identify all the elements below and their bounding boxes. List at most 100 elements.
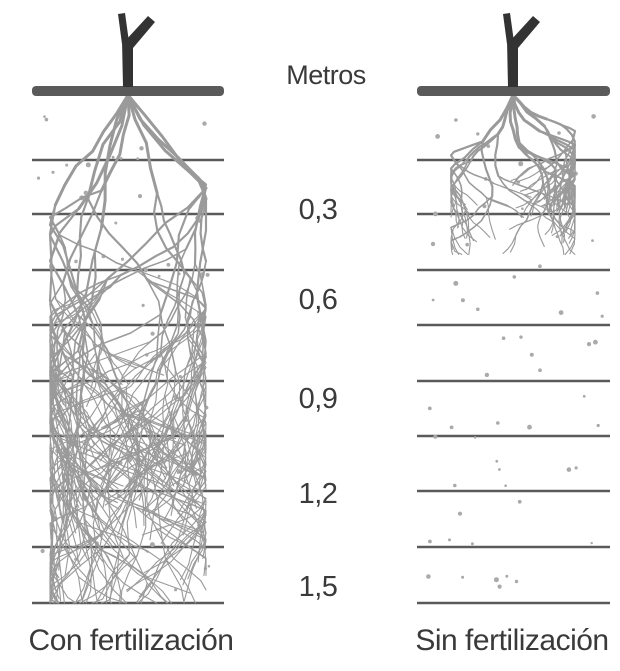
soil-particle bbox=[591, 114, 596, 119]
soil-particle bbox=[37, 177, 40, 180]
caption-with-fertilization: Con fertilización bbox=[29, 624, 234, 658]
soil-particle bbox=[505, 575, 508, 578]
soil-particle bbox=[504, 484, 507, 487]
soil-particle bbox=[167, 263, 171, 267]
soil-particle bbox=[433, 435, 437, 439]
panel-without-fertilization bbox=[417, 13, 610, 603]
soil-particle bbox=[518, 161, 523, 166]
root-branch bbox=[538, 216, 545, 247]
soil-particle bbox=[567, 467, 572, 472]
panel-with-fertilization bbox=[32, 13, 224, 603]
soil-particle bbox=[591, 542, 593, 544]
root-branch bbox=[166, 559, 196, 603]
soil-particle bbox=[454, 118, 458, 122]
soil-particle bbox=[498, 468, 501, 471]
soil-particle bbox=[432, 299, 435, 302]
soil-particle bbox=[583, 395, 586, 398]
soil-particle bbox=[557, 131, 561, 135]
soil-particle bbox=[142, 304, 145, 307]
soil-particle bbox=[208, 565, 211, 568]
soil-particle bbox=[461, 298, 465, 302]
stem-branch-right bbox=[511, 16, 540, 48]
soil-particle bbox=[597, 424, 600, 427]
soil-particle bbox=[496, 421, 500, 425]
soil-particle bbox=[139, 146, 143, 150]
soil-particle bbox=[435, 134, 440, 139]
caption-without-fertilization: Sin fertilización bbox=[415, 624, 608, 658]
soil-particle bbox=[206, 273, 210, 277]
soil-particle bbox=[513, 275, 517, 279]
soil-particle bbox=[120, 157, 123, 160]
soil-particle bbox=[121, 258, 124, 261]
soil-particle bbox=[41, 549, 45, 553]
soil-particle bbox=[136, 157, 139, 160]
soil-particle bbox=[502, 336, 506, 340]
soil-particle bbox=[575, 466, 578, 469]
soil-particle bbox=[538, 264, 542, 268]
root-branch bbox=[128, 95, 157, 193]
depth-label-0-6: 0,6 bbox=[299, 284, 338, 317]
root-branch bbox=[88, 199, 148, 281]
plant-stem bbox=[118, 13, 155, 87]
soil-particle bbox=[474, 436, 477, 439]
depth-label-0-9: 0,9 bbox=[299, 383, 338, 416]
soil-particle bbox=[498, 585, 502, 589]
soil-particle bbox=[86, 162, 91, 167]
root-branch bbox=[121, 199, 206, 275]
soil-particle bbox=[476, 132, 479, 135]
soil-particle bbox=[471, 542, 474, 545]
soil-particle bbox=[43, 115, 46, 118]
soil-particle bbox=[485, 373, 489, 377]
soil-particle bbox=[527, 425, 532, 430]
soil-surface bbox=[417, 86, 610, 96]
root-system bbox=[50, 95, 206, 603]
soil-surface bbox=[32, 86, 224, 96]
root-branch bbox=[455, 186, 477, 205]
soil-particle bbox=[530, 353, 534, 357]
root-branch bbox=[103, 344, 136, 367]
soil-particle bbox=[494, 577, 499, 582]
soil-particle bbox=[74, 260, 78, 264]
soil-particle bbox=[559, 310, 564, 315]
root-branch bbox=[495, 134, 498, 176]
soil-particle bbox=[515, 580, 518, 583]
soil-particle bbox=[450, 426, 454, 430]
root-system bbox=[451, 95, 575, 254]
soil-particle bbox=[448, 538, 451, 541]
plant-stem bbox=[503, 13, 540, 87]
stem-branch-right bbox=[126, 16, 155, 48]
soil-particle bbox=[476, 308, 480, 312]
soil-particle bbox=[151, 332, 155, 336]
soil-particle bbox=[179, 375, 182, 378]
unit-label: Metros bbox=[286, 60, 366, 91]
soil-particle bbox=[461, 576, 464, 579]
soil-particle bbox=[538, 368, 542, 372]
soil-particle bbox=[495, 460, 498, 463]
root-branch bbox=[166, 559, 185, 603]
soil-particle bbox=[45, 118, 49, 122]
depth-label-0-3: 0,3 bbox=[299, 194, 338, 227]
soil-particle bbox=[591, 239, 594, 242]
root-branch bbox=[503, 220, 527, 253]
soil-particle bbox=[453, 281, 458, 286]
soil-particle bbox=[112, 156, 115, 159]
soil-particle bbox=[587, 342, 591, 346]
soil-particle bbox=[114, 222, 117, 225]
soil-particle bbox=[596, 291, 600, 295]
soil-particle bbox=[593, 340, 598, 345]
soil-particle bbox=[521, 207, 524, 210]
soil-particle bbox=[431, 242, 435, 246]
soil-particle bbox=[138, 194, 142, 198]
soil-particle bbox=[428, 540, 432, 544]
soil-particle bbox=[433, 212, 438, 217]
root-branch bbox=[158, 309, 206, 371]
root-branch bbox=[510, 216, 541, 230]
root-branch bbox=[457, 164, 487, 198]
root-branch bbox=[482, 141, 493, 196]
soil-particle bbox=[150, 542, 155, 547]
soil-particle bbox=[65, 164, 68, 167]
soil-particle bbox=[202, 121, 206, 125]
depth-label-1-2: 1,2 bbox=[299, 478, 338, 511]
